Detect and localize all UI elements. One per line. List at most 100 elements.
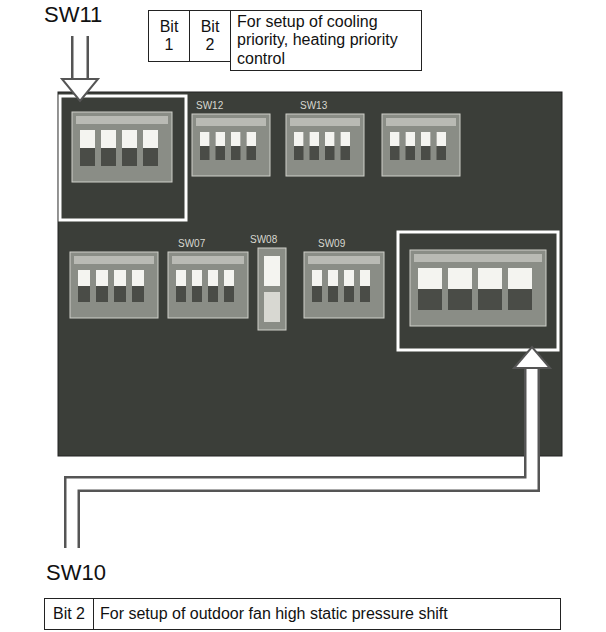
switch-housing xyxy=(410,250,546,326)
switch-lever xyxy=(80,130,95,148)
switch-name: SW10 xyxy=(46,560,126,592)
board-marking: SW09 xyxy=(318,238,368,251)
switch-lever xyxy=(325,132,335,146)
switch-slot xyxy=(224,270,234,302)
switch-slot xyxy=(341,132,351,160)
arrow-head xyxy=(514,347,550,368)
board-marking: SW12 xyxy=(196,100,246,113)
table-cell: For setup of outdoor fan high static pre… xyxy=(93,598,561,630)
switch-marking xyxy=(196,118,266,126)
switch-lever xyxy=(478,268,502,289)
switch-lever xyxy=(406,132,416,146)
switch-lever xyxy=(224,270,234,286)
circuit-board-photo xyxy=(58,92,562,456)
switch-slot xyxy=(176,270,186,302)
switch-lever xyxy=(247,132,257,146)
hollow-arrow-outline xyxy=(72,368,532,548)
switch-slot xyxy=(247,132,257,160)
switch-slot xyxy=(96,270,108,302)
switch-slot xyxy=(80,130,95,166)
highlight-frame xyxy=(60,96,186,220)
hollow-arrow-fill xyxy=(72,366,532,549)
table-cell: Bit 1 xyxy=(148,10,190,62)
switch-slot xyxy=(437,132,447,160)
switch-housing xyxy=(258,248,286,330)
switch-lever xyxy=(122,130,137,148)
switch-slot xyxy=(216,132,226,160)
switch-marking xyxy=(290,118,360,126)
switch-slot xyxy=(114,270,126,302)
switch-housing xyxy=(382,114,460,176)
switch-slot xyxy=(132,270,144,302)
switch-slot xyxy=(406,132,416,160)
switch-housing xyxy=(192,114,270,176)
switch-lever xyxy=(508,268,532,289)
switch-lever xyxy=(143,130,158,148)
switch-housing xyxy=(286,114,364,176)
board-marking: SW08 xyxy=(250,234,300,247)
switch-lever xyxy=(101,130,116,148)
switch-lever xyxy=(208,270,218,286)
switch-lever xyxy=(437,132,447,146)
switch-slot xyxy=(231,132,241,160)
switch-slot xyxy=(478,268,502,310)
switch-slot xyxy=(325,132,335,160)
arrow-head xyxy=(62,79,98,101)
switch-lever xyxy=(341,132,351,146)
switch-housing xyxy=(304,252,384,318)
switch-lever xyxy=(264,256,280,286)
switch-lever xyxy=(200,132,210,146)
switch-lever xyxy=(312,270,322,286)
switch-slot xyxy=(360,270,370,302)
switch-slot xyxy=(328,270,338,302)
switch-slot xyxy=(200,132,210,160)
switch-slot xyxy=(421,132,431,160)
switch-lever xyxy=(448,268,472,289)
switch-slot xyxy=(310,132,320,160)
switch-slot xyxy=(78,270,90,302)
switch-lever xyxy=(78,270,90,286)
switch-slot xyxy=(101,130,116,166)
switch-lever xyxy=(328,270,338,286)
switch-slot xyxy=(448,268,472,310)
switch-lever xyxy=(421,132,431,146)
switch-housing xyxy=(168,252,248,318)
switch-lever xyxy=(231,132,241,146)
switch-marking xyxy=(172,256,244,264)
switch-lever xyxy=(132,270,144,286)
switch-housing xyxy=(72,112,172,182)
switch-slot xyxy=(344,270,354,302)
switch-marking xyxy=(308,256,380,264)
switch-lever xyxy=(390,132,400,146)
photo-edge xyxy=(58,92,562,456)
switch-slot xyxy=(143,130,158,166)
switch-lever xyxy=(344,270,354,286)
board-marking: SW13 xyxy=(300,100,350,113)
table-cell: Bit 2 xyxy=(189,10,231,62)
switch-slot xyxy=(122,130,137,166)
switch-lever xyxy=(418,268,442,289)
switch-slot xyxy=(208,270,218,302)
switch-slot xyxy=(390,132,400,160)
switch-slot xyxy=(192,270,202,302)
switch-lever xyxy=(294,132,304,146)
switch-marking xyxy=(414,254,542,262)
highlight-frame xyxy=(398,232,558,350)
board-marking: SW07 xyxy=(178,238,228,251)
switch-housing xyxy=(70,252,158,318)
switch-lever xyxy=(310,132,320,146)
table-cell: Bit 2 xyxy=(44,598,94,630)
switch-slot xyxy=(508,268,532,310)
switch-marking xyxy=(76,116,168,124)
switch-marking xyxy=(74,256,154,264)
switch-lever xyxy=(96,270,108,286)
switch-lever xyxy=(264,292,280,322)
switch-slot xyxy=(312,270,322,302)
switch-lever xyxy=(216,132,226,146)
hollow-arrow-fill xyxy=(74,36,87,82)
switch-marking xyxy=(386,118,456,126)
switch-lever xyxy=(176,270,186,286)
switch-lever xyxy=(360,270,370,286)
